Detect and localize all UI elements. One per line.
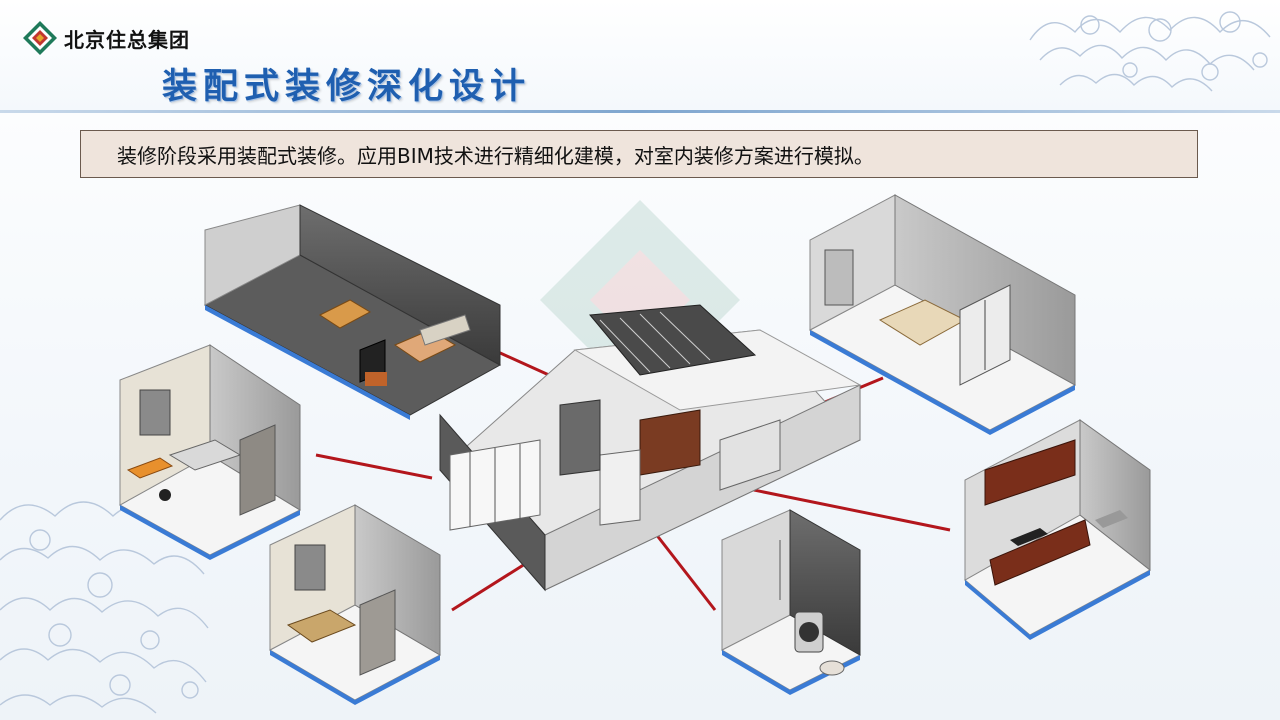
description-box: 装修阶段采用装配式装修。应用BIM技术进行精细化建模，对室内装修方案进行模拟。 xyxy=(80,130,1198,178)
cloud-pattern-top-right xyxy=(1029,11,1271,92)
cloud-pattern-bottom-left xyxy=(0,501,209,714)
bedroom-study xyxy=(118,344,302,560)
connector-bedroom-study xyxy=(315,453,433,480)
company-logo-icon xyxy=(23,21,57,55)
description-text: 装修阶段采用装配式装修。应用BIM技术进行精细化建模，对室内装修方案进行模拟。 xyxy=(117,143,874,168)
kitchen xyxy=(964,419,1151,640)
floor-plan-model xyxy=(439,304,862,592)
header-divider xyxy=(0,110,1280,113)
living-dining-room xyxy=(203,204,502,420)
header-band xyxy=(0,0,1280,112)
page-title: 装配式装修深化设计 xyxy=(162,67,532,107)
bathroom xyxy=(720,509,862,695)
connector-small-bedroom xyxy=(451,562,526,612)
company-logo: 北京住总集团 xyxy=(22,20,190,56)
company-name: 北京住总集团 xyxy=(64,27,190,52)
master-bedroom xyxy=(808,194,1077,435)
small-bedroom xyxy=(268,504,442,705)
